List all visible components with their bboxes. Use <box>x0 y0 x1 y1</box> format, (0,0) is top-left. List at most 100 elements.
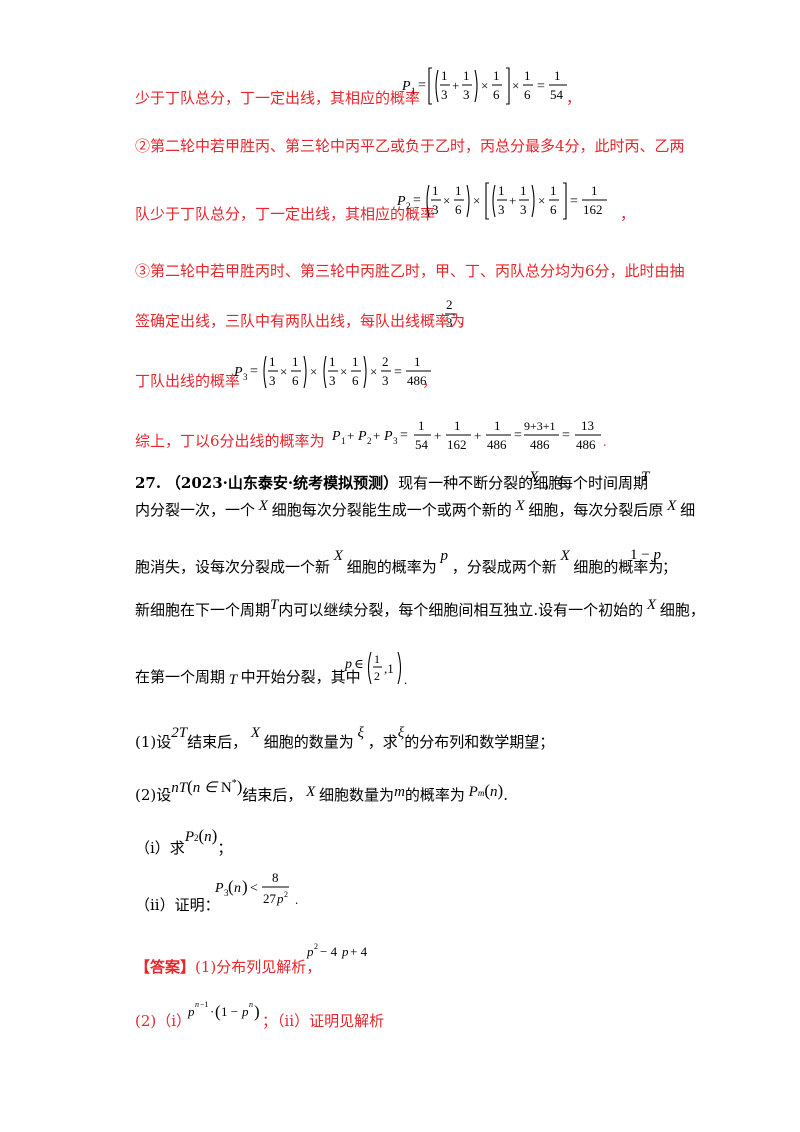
svg-text:486: 486 <box>407 373 427 388</box>
problem-27-line-1b: ，每个时间周期 <box>543 474 649 492</box>
svg-text:162: 162 <box>583 202 603 217</box>
svg-text:P: P <box>401 79 411 94</box>
svg-text:): ) <box>254 1002 260 1021</box>
svg-text:162: 162 <box>447 437 467 452</box>
svg-text:×: × <box>481 78 488 93</box>
svg-text:3: 3 <box>498 202 505 217</box>
svg-text:+: + <box>509 193 516 208</box>
question-2-ii: （ii）证明： <box>135 896 220 914</box>
solution-line-4: ③第二轮中若甲胜丙时、第三轮中丙胜乙时，甲、丁、丙队总分均为6分，此时由抽 <box>135 262 685 280</box>
svg-text:1: 1 <box>463 68 470 83</box>
svg-text:×: × <box>280 364 287 379</box>
svg-text:∈: ∈ <box>354 656 364 671</box>
svg-text:p: p <box>306 944 314 959</box>
svg-text:27: 27 <box>263 891 277 906</box>
svg-text:×: × <box>473 193 480 208</box>
svg-text:1: 1 <box>454 418 461 433</box>
svg-text:2: 2 <box>382 354 389 369</box>
svg-text:3: 3 <box>243 372 248 382</box>
svg-text:P: P <box>396 194 406 209</box>
svg-text:P: P <box>233 365 243 380</box>
svg-text:3: 3 <box>329 373 336 388</box>
solution-line-5: 签确定出线，三队中有两队出线，每队出线概率为 <box>135 312 466 330</box>
svg-text:P: P <box>331 429 341 444</box>
svg-text:=: = <box>400 428 408 443</box>
svg-text:1: 1 <box>520 183 527 198</box>
svg-text:.: . <box>404 672 407 687</box>
svg-text:+: + <box>434 428 441 443</box>
svg-text:×: × <box>512 78 519 93</box>
svg-text:n: n <box>249 1000 253 1009</box>
solution-line-1: 少于丁队总分，丁一定出线，其相应的概率 <box>135 89 421 107</box>
svg-text:3: 3 <box>446 315 453 330</box>
svg-text:=: = <box>418 78 426 93</box>
svg-text:9+3+1: 9+3+1 <box>524 419 556 433</box>
svg-text:P: P <box>383 429 393 444</box>
svg-text:3: 3 <box>269 373 276 388</box>
problem-27-line-5: 在第一个周期 T 中开始分裂，其中 <box>135 668 361 688</box>
problem-27-line-1: 27. （2023·山东泰安·统考模拟预测）现有一种不断分裂的细胞 <box>135 474 564 492</box>
math-T-1: T <box>641 469 650 485</box>
question-2-i: （i）求P2(n)； <box>135 826 233 857</box>
svg-text:P: P <box>357 429 367 444</box>
svg-text:+: + <box>474 428 481 443</box>
svg-text:3: 3 <box>520 202 527 217</box>
svg-text:1: 1 <box>498 183 505 198</box>
svg-text:=: = <box>570 194 578 209</box>
svg-text:2: 2 <box>446 297 453 312</box>
semi-1: ； <box>662 558 678 576</box>
svg-text:6: 6 <box>292 373 299 388</box>
formula-p-range: p ∈ 12 ,1 . <box>344 651 407 687</box>
question-2: (2)设nT(n ∈ N*)结束后， X 细胞数量为m的概率为 Pm(n). <box>135 777 508 804</box>
svg-text:6: 6 <box>550 202 557 217</box>
svg-text:1: 1 <box>418 418 425 433</box>
svg-text:p: p <box>276 891 284 906</box>
svg-text:1: 1 <box>441 68 448 83</box>
svg-text:.: . <box>295 892 298 907</box>
svg-text:3: 3 <box>224 888 229 898</box>
svg-text:2: 2 <box>367 436 372 446</box>
svg-text:1: 1 <box>550 183 557 198</box>
svg-text:p: p <box>241 1004 249 1019</box>
svg-text:×: × <box>538 193 545 208</box>
svg-text:1 −: 1 − <box>221 1004 238 1019</box>
svg-text:=: = <box>537 79 545 94</box>
svg-text:): ) <box>242 877 248 896</box>
svg-text:2: 2 <box>374 669 380 683</box>
svg-text:×: × <box>340 364 347 379</box>
svg-text:6: 6 <box>455 202 462 217</box>
svg-text:1: 1 <box>411 86 416 96</box>
svg-text:1: 1 <box>591 183 598 198</box>
svg-text:<: < <box>250 881 258 896</box>
svg-text:3: 3 <box>463 87 470 102</box>
problem-27-line-4: 新细胞在下一个周期T内可以继续分裂，每个细胞间相互独立.设有一个初始的 X 细胞… <box>135 597 705 619</box>
math-one-minus-p: 1 − p <box>630 547 661 563</box>
svg-text:1: 1 <box>374 652 380 666</box>
svg-text:3: 3 <box>441 87 448 102</box>
svg-text:+: + <box>452 78 459 93</box>
solution-line-7: 综上，丁以6分出线的概率为 <box>135 432 325 450</box>
svg-text:486: 486 <box>530 437 550 452</box>
answer-line-2: (2)（i） <box>135 1012 192 1030</box>
svg-text:1: 1 <box>455 183 462 198</box>
svg-text:3: 3 <box>382 373 389 388</box>
svg-text:486: 486 <box>576 437 596 452</box>
svg-text:p: p <box>187 1004 195 1019</box>
svg-text:n: n <box>234 881 241 896</box>
svg-text:1: 1 <box>494 418 501 433</box>
formula-two-thirds: 23 <box>445 297 456 330</box>
svg-text:=: = <box>562 428 570 443</box>
svg-text:1: 1 <box>329 354 336 369</box>
svg-text:×: × <box>370 364 377 379</box>
svg-text:+: + <box>347 428 354 443</box>
solution-line-2: ②第二轮中若甲胜丙、第三轮中丙平乙或负于乙时，丙总分最多4分，此时丙、乙两 <box>135 137 685 155</box>
comma-2: ， <box>620 205 636 223</box>
comma-4: ， <box>422 372 438 390</box>
svg-text:13: 13 <box>581 418 594 433</box>
